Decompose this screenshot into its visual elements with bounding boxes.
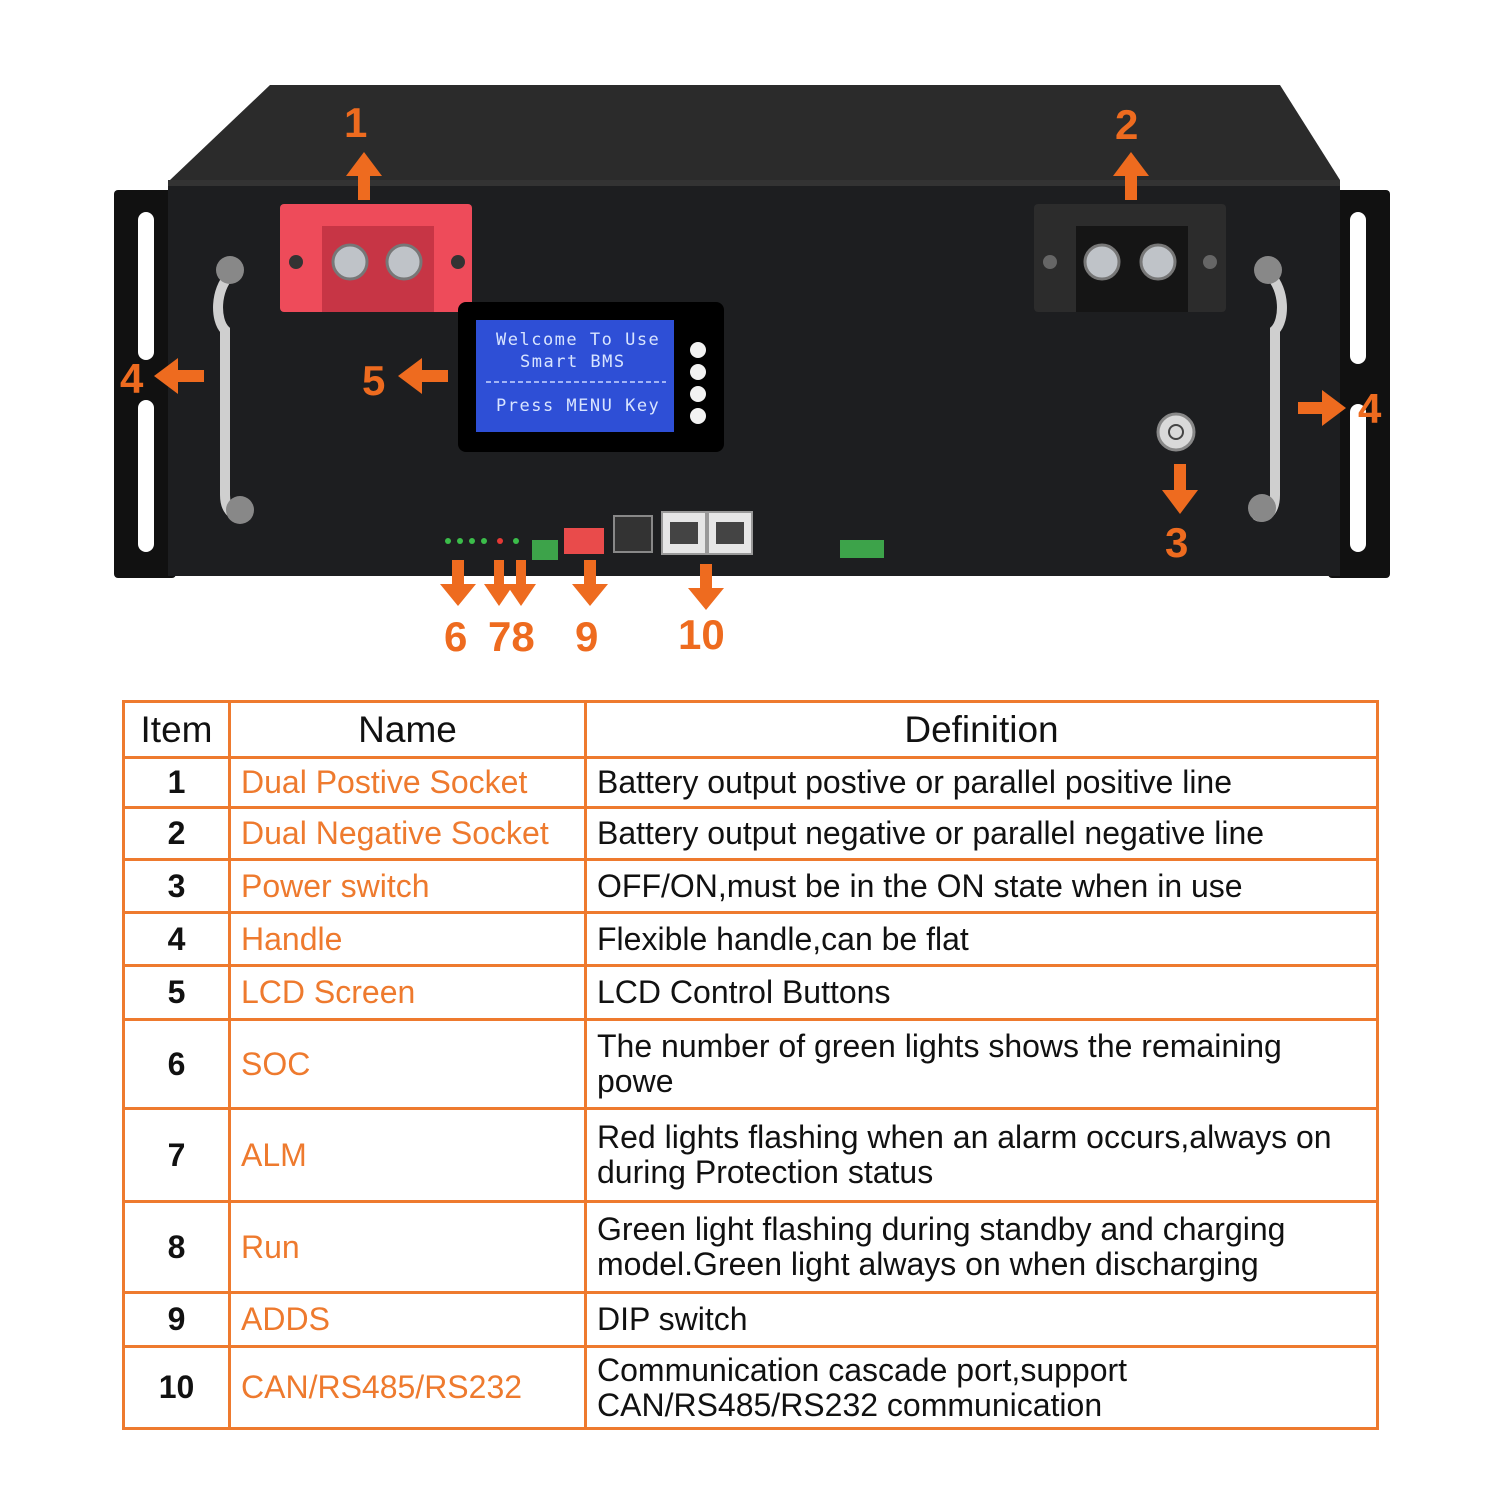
row-definition: Battery output negative or parallel nega… [584,806,1379,861]
row-item: 10 [122,1345,231,1430]
callout-2: 2 [1115,101,1139,148]
row-item: 2 [122,806,231,861]
row-definition: The number of green lights shows the rem… [584,1018,1379,1110]
negative-terminal [1034,204,1226,312]
table-row: 4 Handle Flexible handle,can be flat [122,911,1379,967]
table-row: 1 Dual Postive Socket Battery output pos… [122,756,1379,809]
row-item: 8 [122,1200,231,1294]
callout-10: 10 [678,611,725,658]
table-row: 2 Dual Negative Socket Battery output ne… [122,806,1379,861]
row-definition: LCD Control Buttons [584,964,1379,1021]
table-row: 6 SOC The number of green lights shows t… [122,1018,1379,1110]
row-item: 5 [122,964,231,1021]
row-item: 4 [122,911,231,967]
row-item: 1 [122,756,231,809]
battery-diagram: Welcome To Use Smart BMS Press MENU Key … [0,0,1500,690]
row-name: SOC [228,1018,587,1110]
table-row: 7 ALM Red lights flashing when an alarm … [122,1107,1379,1203]
callout-4-right: 4 [1358,385,1382,432]
table-row: 5 LCD Screen LCD Control Buttons [122,964,1379,1021]
row-name: Handle [228,911,587,967]
lcd-button-3 [690,386,706,402]
lcd-text-line-1: Welcome To Use [496,330,661,350]
row-name: Dual Postive Socket [228,756,587,809]
row-definition: OFF/ON,must be in the ON state when in u… [584,858,1379,914]
row-item: 7 [122,1107,231,1203]
row-item: 6 [122,1018,231,1110]
row-name: LCD Screen [228,964,587,1021]
row-item: 9 [122,1291,231,1348]
table-row: 8 Run Green light flashing during standb… [122,1200,1379,1294]
dip-switch [564,528,604,554]
row-definition: Green light flashing during standby and … [584,1200,1379,1294]
lcd-text-line-2: Smart BMS [520,352,626,372]
table-row: 9 ADDS DIP switch [122,1291,1379,1348]
callout-1: 1 [344,99,368,146]
row-name: CAN/RS485/RS232 [228,1345,587,1430]
lcd-screen [476,320,674,432]
lcd-button-1 [690,342,706,358]
row-name: Dual Negative Socket [228,806,587,861]
header-definition: Definition [584,700,1379,759]
callout-9: 9 [575,613,599,660]
row-name: ALM [228,1107,587,1203]
table-row: 10 CAN/RS485/RS232 Communication cascade… [122,1345,1379,1430]
callout-5: 5 [362,357,386,404]
callout-4-left: 4 [120,355,144,402]
row-item: 3 [122,858,231,914]
row-name: Run [228,1200,587,1294]
callout-6: 6 [444,613,468,660]
row-name: Power switch [228,858,587,914]
header-name: Name [228,700,587,759]
table-header-row: Item Name Definition [122,700,1379,759]
lcd-text-line-3: Press MENU Key [496,396,661,416]
row-definition: Red lights flashing when an alarm occurs… [584,1107,1379,1203]
row-definition: DIP switch [584,1291,1379,1348]
row-definition: Battery output postive or parallel posit… [584,756,1379,809]
power-switch [1156,412,1196,452]
battery-front-panel-illustration [114,85,1390,610]
right-rack-ear [1328,190,1390,578]
left-rack-ear [114,190,176,578]
callout-78: 78 [488,613,535,660]
row-name: ADDS [228,1291,587,1348]
row-definition: Communication cascade port,support CAN/R… [584,1345,1379,1430]
row-definition: Flexible handle,can be flat [584,911,1379,967]
spec-table: Item Name Definition 1 Dual Postive Sock… [122,700,1379,1430]
lcd-button-2 [690,364,706,380]
callout-3: 3 [1165,519,1189,566]
positive-terminal [280,204,472,312]
header-item: Item [122,700,231,759]
lcd-button-4 [690,408,706,424]
table-row: 3 Power switch OFF/ON,must be in the ON … [122,858,1379,914]
